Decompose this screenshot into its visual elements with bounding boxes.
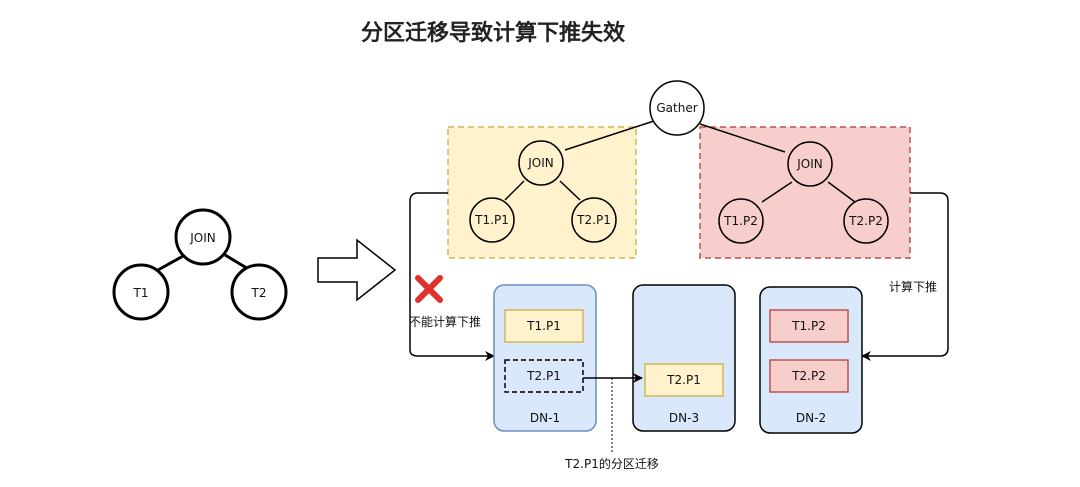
join-node-label: JOIN [189, 231, 216, 245]
migration-label: T2.P1的分区迁移 [564, 456, 659, 471]
dn2-label: DN-2 [796, 411, 826, 425]
dn2-partition-b [769, 359, 849, 393]
red-left-label: T1.P2 [723, 214, 758, 228]
dn3-container [632, 284, 736, 432]
dn1-container [493, 284, 597, 432]
t1-node [112, 263, 170, 321]
edge-join-t1 [157, 253, 186, 272]
red-join-label: JOIN [796, 157, 823, 171]
logical-plan-tree: JOIN T1 T2 [112, 208, 288, 321]
edge-gather-join-right [699, 123, 786, 153]
dn1-partition-a [504, 309, 584, 343]
yellow-left-label: T1.P1 [474, 213, 509, 227]
edge-rjoin-right [827, 181, 856, 203]
dn1-partition-b-migrated [504, 359, 584, 393]
red-join-node [787, 141, 833, 187]
no-pushdown-connector [409, 192, 495, 361]
pushdown-connector [861, 192, 949, 361]
yellow-right-node [571, 197, 617, 243]
no-pushdown-label: 不能计算下推 [409, 314, 481, 329]
dn1-partition-a-label: T1.P1 [526, 319, 561, 333]
edge-gather-join-left [564, 118, 661, 151]
join-node [174, 208, 232, 266]
yellow-join-label: JOIN [527, 156, 554, 170]
dn2-partition-a [769, 309, 849, 343]
diagram-title: 分区迁移导致计算下推失效 [361, 20, 625, 46]
edge-yjoin-left [504, 180, 525, 201]
gather-label: Gather [656, 101, 697, 115]
red-x-icon [415, 275, 443, 303]
gather-node [649, 80, 705, 136]
red-right-node [843, 198, 889, 244]
t2-node-label: T2 [251, 286, 267, 300]
hollow-right-arrow-icon [317, 238, 397, 302]
pushdown-label: 计算下推 [889, 279, 937, 294]
dn3-label: DN-3 [669, 411, 699, 425]
t2-node [230, 263, 288, 321]
edge-yjoin-right [559, 180, 581, 201]
red-left-node [718, 198, 764, 244]
yellow-right-label: T2.P1 [576, 213, 611, 227]
edge-rjoin-left [761, 181, 793, 203]
t1-node-label: T1 [133, 286, 149, 300]
dn1-label: DN-1 [530, 411, 560, 425]
dn2-partition-b-label: T2.P2 [791, 369, 826, 383]
yellow-left-node [469, 197, 515, 243]
dn1-partition-b-label: T2.P1 [526, 369, 561, 383]
dn3-partition-a [644, 363, 724, 397]
dn2-partition-a-label: T1.P2 [791, 319, 826, 333]
dn3-partition-a-label: T2.P1 [666, 373, 701, 387]
yellow-join-node [518, 140, 564, 186]
red-right-label: T2.P2 [848, 214, 883, 228]
